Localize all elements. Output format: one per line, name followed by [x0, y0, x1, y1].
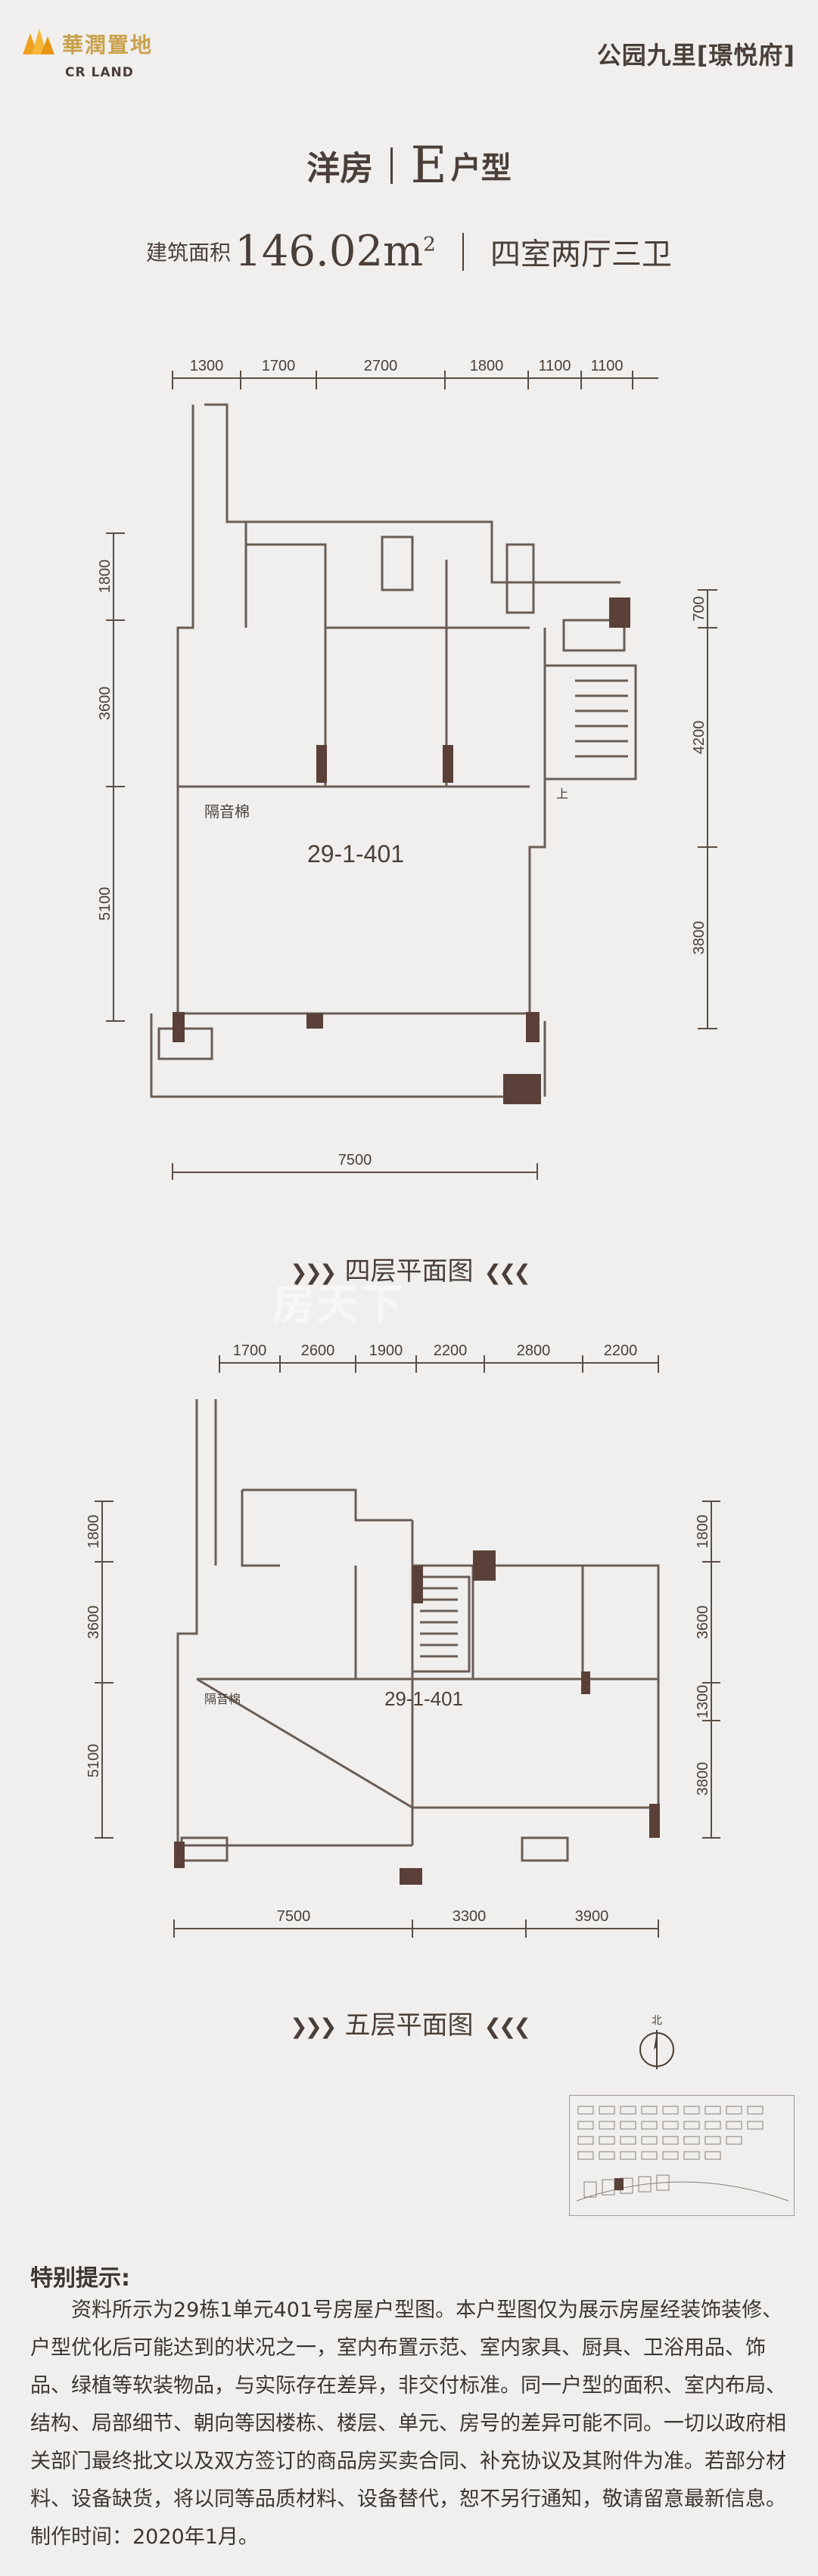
project-subtitle-bracket-left: [ [696, 41, 709, 70]
floor4-dim-right-1: 700 [691, 596, 708, 621]
floor4-caption: ❯❯❯ 四层平面图 ❮❮❮ [0, 1250, 818, 1287]
floor4-staircase [543, 664, 637, 781]
unit-type-suffix: 户型 [450, 150, 512, 186]
developer-name-cn: 華潤置地 [62, 33, 154, 57]
floor5-dim-bottom-1: 7500 [277, 1908, 311, 1925]
floor4-dim-left-2: 3600 [97, 687, 114, 721]
room-layout: 四室两厅三卫 [490, 237, 672, 272]
floor5-dim-bottom-3: 3900 [575, 1908, 609, 1925]
floor5-unit-number: 29-1-401 [384, 1687, 463, 1710]
floor5-dim-left-1: 1800 [86, 1515, 102, 1549]
north-compass-icon: 北 [639, 2014, 674, 2069]
floor4-dim-top-4: 1800 [470, 358, 504, 374]
project-subtitle-bracket-right: ] [783, 41, 795, 70]
floor4-dim-left-1: 1800 [97, 560, 114, 594]
area-value: 146.02m2 [235, 227, 436, 276]
area-number: 146.02m [235, 227, 424, 276]
project-name: 公园九里[璟悦府] [597, 36, 795, 71]
floor5-staircase [411, 1575, 471, 1673]
floor4-dim-left-3: 5100 [97, 887, 114, 921]
floor5-dim-top-5: 2800 [517, 1342, 551, 1359]
floor5-dim-bottom-2: 3300 [453, 1908, 487, 1925]
area-unit-sup: 2 [423, 233, 436, 256]
floor5-plan: 1700 2600 1900 2200 2800 2200 1800 3600 … [86, 1342, 720, 1938]
unit-type-letter: E [410, 136, 447, 194]
floor5-caption: ❯❯❯ 五层平面图 ❮❮❮ [0, 2004, 818, 2041]
unit-area-line: 建筑面积 146.02m2 四室两厅三卫 [0, 227, 818, 276]
floor5-caption-text: 五层平面图 [344, 2010, 474, 2041]
caption-left-chevrons-icon: ❯❯❯ [290, 1260, 337, 1285]
watermark: 房天下 [272, 1280, 404, 1330]
floor4-piano-label: 隔音棉 [204, 803, 250, 821]
project-subtitle: 璟悦府 [708, 41, 784, 70]
floor5-piano-label: 隔音棉 [204, 1693, 241, 1706]
floor4-plan: 1300 1700 2700 1800 1100 1100 1800 3600 … [97, 358, 717, 1180]
floor5-dim-top-2: 2600 [301, 1342, 335, 1359]
caption-right-chevrons-icon: ❮❮❮ [484, 1260, 531, 1285]
floor4-top-dim-ticks [172, 371, 633, 390]
floor5-dim-right-3: 1300 [695, 1685, 711, 1719]
unit-series: 洋房 [306, 149, 374, 188]
floor5-dim-right-2: 3600 [695, 1606, 711, 1640]
floor4-unit-number: 29-1-401 [307, 840, 404, 867]
area-label: 建筑面积 [146, 240, 232, 265]
floor5-dim-left-3: 5100 [86, 1744, 102, 1778]
floor4-dim-top-2: 1700 [262, 358, 296, 374]
developer-name-en: CR LAND [65, 65, 134, 80]
notice-title: 特别提示: [30, 2265, 130, 2292]
compass-north-label: 北 [652, 2014, 662, 2026]
floor5-dim-right-4: 3800 [695, 1762, 711, 1796]
site-plan-thumbnail [569, 2095, 795, 2216]
area-divider [462, 232, 464, 271]
floor4-dim-bottom-1: 7500 [338, 1152, 372, 1169]
floor4-dim-top-6: 1100 [590, 358, 623, 374]
notice-body: 资料所示为29栋1单元401号房屋户型图。本户型图仅为展示房屋经装饰装修、户型优… [30, 2298, 786, 2549]
floor5-dim-right-1: 1800 [695, 1515, 711, 1549]
floor4-caption-text: 四层平面图 [344, 1256, 474, 1286]
cr-land-logo-icon [23, 29, 54, 54]
project-title: 公园九里 [596, 41, 697, 70]
floor5-dim-top-1: 1700 [233, 1342, 267, 1359]
floor4-dim-top-1: 1300 [190, 358, 224, 374]
title-divider [390, 147, 393, 184]
floor4-dim-top-5: 1100 [538, 358, 571, 374]
floor5-dim-top-4: 2200 [434, 1342, 468, 1359]
unit-title: 洋房 E 户型 [0, 136, 818, 194]
floor4-dim-right-2: 4200 [691, 721, 708, 755]
caption-left-chevrons-icon: ❯❯❯ [290, 2014, 337, 2039]
floor5-dim-left-2: 3600 [86, 1606, 102, 1640]
floor5-dim-top-6: 2200 [604, 1342, 638, 1359]
caption-right-chevrons-icon: ❮❮❮ [484, 2014, 531, 2039]
floor4-dim-top-3: 2700 [364, 358, 398, 374]
floor5-dim-top-3: 1900 [369, 1342, 403, 1359]
floor4-dim-right-3: 3800 [691, 921, 708, 955]
floor4-stair-label: 上 [556, 787, 568, 801]
